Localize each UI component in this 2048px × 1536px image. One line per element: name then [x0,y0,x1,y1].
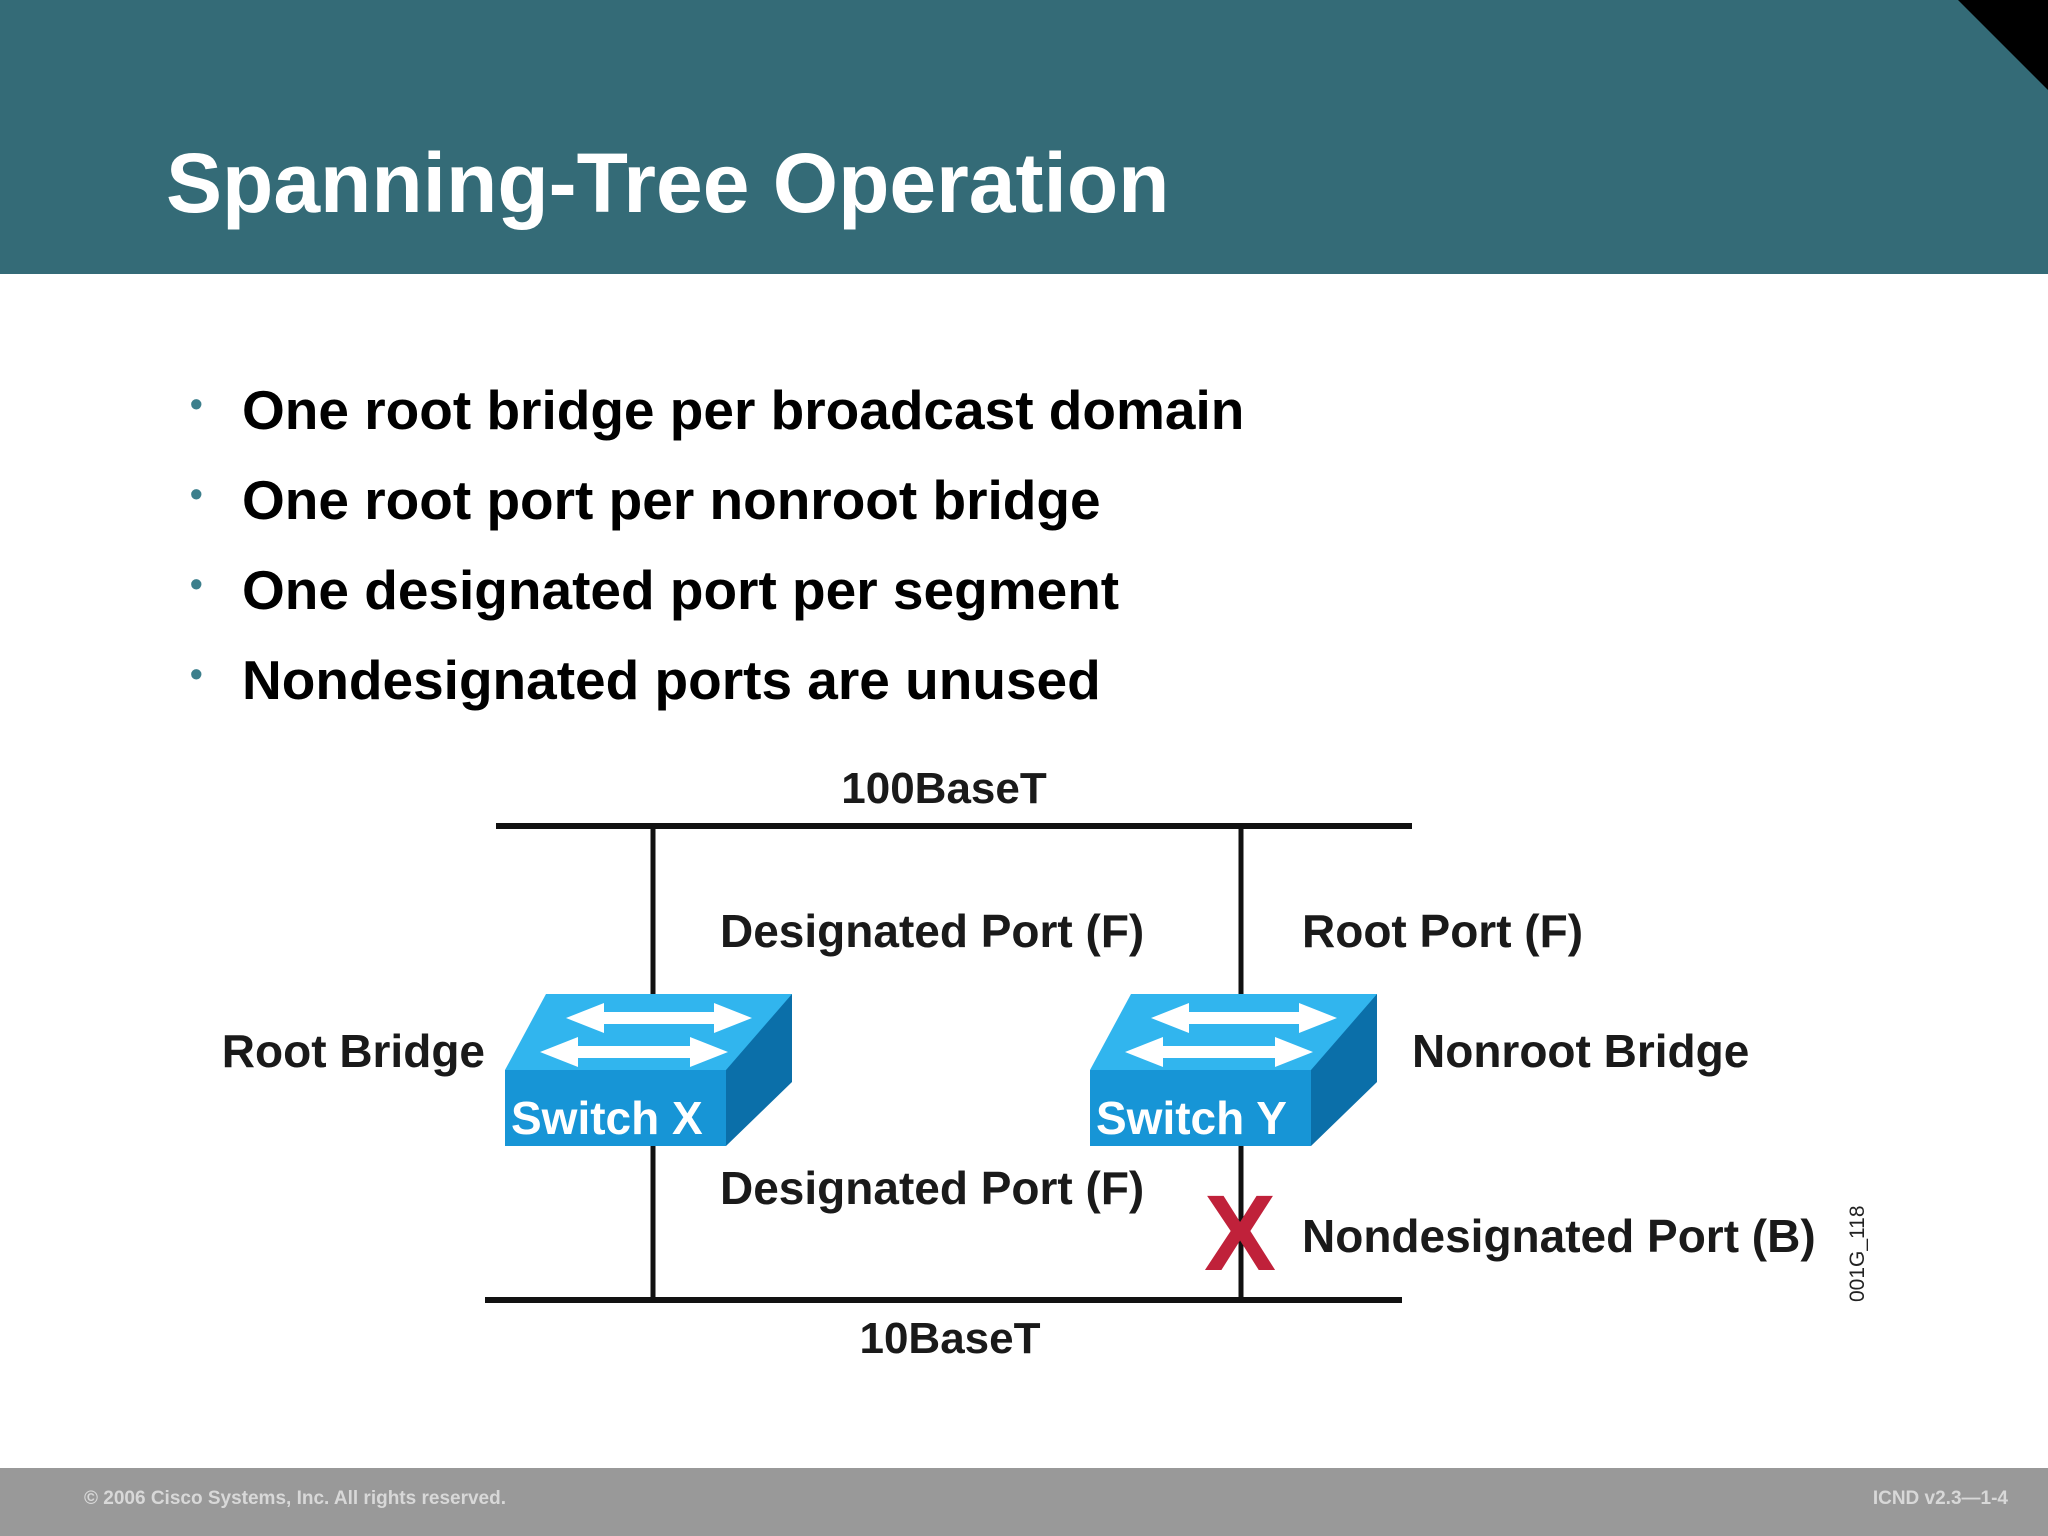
bullet-text: Nondesignated ports are unused [242,649,1101,711]
bullet-dot-icon: • [190,383,203,424]
bullet-dot-icon: • [190,563,203,604]
switch-x-icon [505,994,792,1146]
switch-x-top-port-label: Designated Port (F) [720,905,1144,957]
copyright-text: © 2006 Cisco Systems, Inc. All rights re… [84,1488,506,1509]
root-bridge-label: Root Bridge [222,1025,485,1077]
switch-x-name: Switch X [511,1092,703,1144]
course-code-text: ICND v2.3—1-4 [1872,1488,2008,1509]
bullet-dot-icon: • [190,653,203,694]
corner-triangle [1958,0,2048,90]
bullet-text: One designated port per segment [242,559,1120,621]
slide-title: Spanning-Tree Operation [166,136,1170,230]
title-banner: Spanning-Tree Operation [0,0,2048,274]
bullet-text: One root bridge per broadcast domain [242,379,1245,441]
switch-y-top-port-label: Root Port (F) [1302,905,1583,957]
switch-x-bottom-port-label: Designated Port (F) [720,1162,1144,1214]
spanning-tree-diagram: Switch X Switch Y X 100BaseT 10BaseT Des… [222,764,1869,1363]
switch-y-bottom-port-label: Nondesignated Port (B) [1302,1210,1816,1262]
bullet-text: One root port per nonroot bridge [242,469,1101,531]
nonroot-bridge-label: Nonroot Bridge [1412,1025,1749,1077]
footer-bar: © 2006 Cisco Systems, Inc. All rights re… [0,1468,2048,1536]
switch-y-icon [1090,994,1377,1146]
switch-y-name: Switch Y [1096,1092,1287,1144]
top-segment-label: 100BaseT [841,764,1047,813]
figure-id-label: 001G_118 [1846,1205,1869,1302]
bottom-segment-label: 10BaseT [859,1314,1040,1363]
bullet-dot-icon: • [190,473,203,514]
blocked-port-x-icon: X [1204,1172,1276,1293]
